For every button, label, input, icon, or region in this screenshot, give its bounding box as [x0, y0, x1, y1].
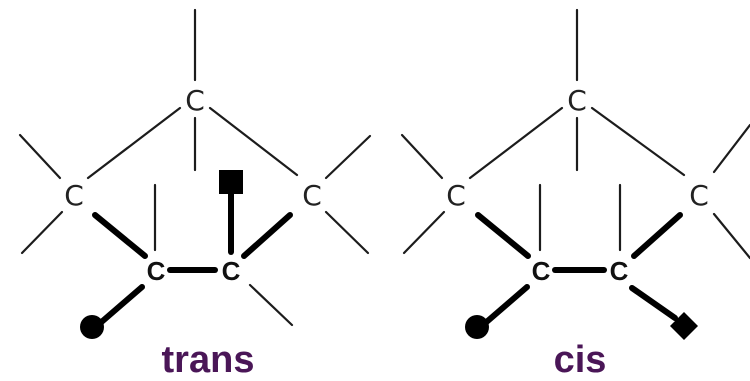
carbon-label-top: C	[185, 84, 205, 117]
bond-left-outer-down	[402, 210, 446, 255]
circle-substituent-icon	[80, 315, 104, 339]
bond-c5-c4-wedge	[241, 212, 293, 259]
bond-c2-c3-wedge	[92, 212, 148, 259]
bond-c4-down	[248, 283, 294, 327]
bond-right-outer-down	[324, 210, 370, 255]
bond-top-right	[208, 106, 299, 177]
bond-c5-c4-wedge	[631, 212, 683, 259]
trans-caption: trans	[162, 339, 255, 381]
carbon-label-top: C	[567, 84, 587, 117]
trans-molecule: C C C C C trans	[18, 8, 372, 381]
carbon-label-front-left: C	[147, 256, 166, 286]
bond-c3-circle-substituent	[480, 284, 530, 328]
bond-right-outer-down	[712, 212, 750, 260]
carbon-label-front-right: C	[610, 256, 629, 286]
bond-top-right	[590, 106, 686, 177]
cis-molecule: C C C C C cis	[400, 8, 750, 381]
bond-left-outer-up	[400, 133, 444, 180]
cis-caption: cis	[554, 339, 607, 381]
bond-right-outer-up	[324, 134, 372, 180]
bond-left-outer-up	[18, 133, 62, 180]
bond-right-outer-up	[712, 123, 750, 174]
bond-top-left	[468, 106, 564, 180]
bond-c4-diamond-substituent	[629, 285, 678, 321]
diamond-substituent-icon	[670, 312, 698, 340]
carbon-label-front-left: C	[532, 256, 551, 286]
carbon-label-front-right: C	[222, 256, 241, 286]
carbon-label-right: C	[302, 179, 322, 212]
bond-c2-c3-wedge	[475, 212, 531, 259]
carbon-label-left: C	[446, 179, 466, 212]
bond-c3-circle-substituent	[95, 284, 145, 328]
carbon-label-right: C	[689, 179, 709, 212]
bond-left-outer-down	[20, 210, 64, 255]
circle-substituent-icon	[465, 315, 489, 339]
square-substituent-icon	[219, 170, 243, 194]
carbon-label-left: C	[64, 179, 84, 212]
bond-top-left	[86, 106, 182, 180]
